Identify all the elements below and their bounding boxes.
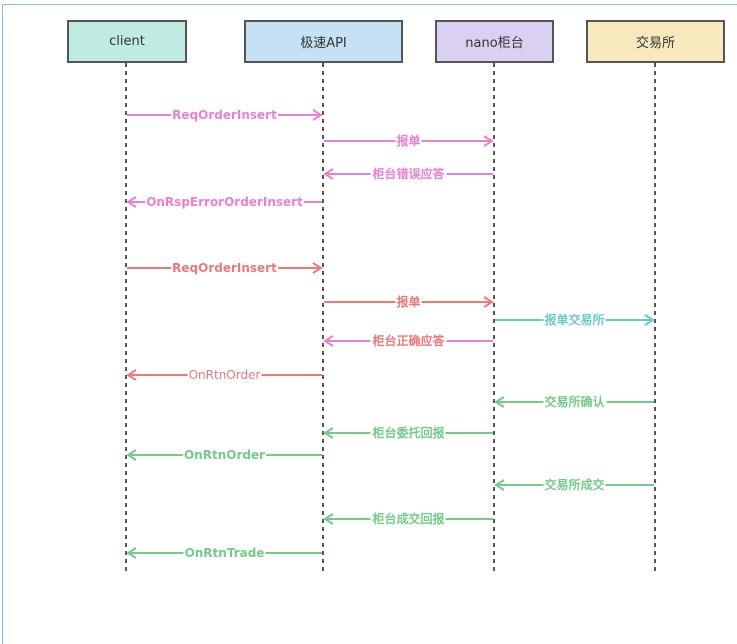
message-arrow: 柜台正确应答	[323, 333, 493, 348]
message-arrow: OnRspErrorOrderInsert	[126, 195, 322, 209]
arrowhead-icon	[483, 135, 494, 147]
arrowhead-icon	[494, 396, 505, 408]
message-label-background	[370, 172, 447, 176]
message-arrow: ReqOrderInsert	[127, 108, 323, 122]
message-label: 柜台委托回报	[371, 425, 444, 440]
message-arrow: 报单	[324, 294, 494, 309]
message-arrow: 交易所确认	[494, 394, 654, 409]
message-label-background	[543, 318, 606, 322]
message-arrow: OnRtnOrder	[126, 448, 322, 462]
arrowhead-icon	[126, 196, 137, 208]
message-label-background	[370, 339, 447, 343]
message-label: ReqOrderInsert	[172, 108, 277, 122]
arrowhead-icon	[323, 335, 334, 347]
actor-nano-label: nano柜台	[465, 36, 524, 51]
message-label: 柜台成交回报	[371, 511, 444, 526]
arrowhead-icon	[312, 262, 323, 274]
message-label: 柜台错误应答	[371, 166, 445, 181]
message-arrow: OnRtnTrade	[126, 546, 322, 560]
message-label: OnRtnTrade	[185, 546, 265, 560]
actor-client: client	[67, 20, 187, 63]
message-label-background	[171, 266, 279, 270]
actor-nano: nano柜台	[435, 20, 554, 63]
message-label: OnRspErrorOrderInsert	[146, 195, 303, 209]
message-label: OnRtnOrder	[184, 448, 265, 462]
arrowhead-icon	[323, 513, 334, 525]
message-label-background	[171, 113, 279, 117]
message-label-background	[395, 300, 422, 304]
arrowhead-icon	[323, 427, 334, 439]
arrowhead-icon	[323, 168, 334, 180]
message-label-background	[370, 431, 446, 435]
arrowhead-icon	[483, 296, 494, 308]
message-label: 交易所确认	[544, 394, 605, 409]
message-label: OnRtnOrder	[189, 368, 261, 382]
message-label: 报单	[396, 133, 420, 148]
actor-api: 极速API	[244, 20, 403, 63]
message-arrow: 交易所成交	[494, 477, 654, 492]
message-arrow: 柜台委托回报	[323, 425, 493, 440]
actor-exchange: 交易所	[586, 20, 725, 63]
arrowhead-icon	[312, 109, 323, 121]
arrowhead-icon	[126, 547, 137, 559]
message-label-background	[182, 453, 267, 457]
message-label-background	[145, 200, 305, 204]
message-label-background	[187, 373, 262, 377]
actor-api-label: 极速API	[300, 36, 347, 51]
message-arrow: 柜台成交回报	[323, 511, 493, 526]
message-arrow: 报单	[324, 133, 494, 148]
message-label: ReqOrderInsert	[172, 261, 277, 275]
message-arrow: 报单交易所	[495, 312, 655, 327]
arrowhead-icon	[126, 449, 137, 461]
message-label: 交易所成交	[544, 477, 604, 492]
message-arrow: ReqOrderInsert	[127, 261, 323, 275]
message-label: 柜台正确应答	[371, 333, 445, 348]
message-label-background	[543, 400, 607, 404]
message-label-background	[543, 483, 606, 487]
message-label: 报单交易所	[544, 312, 604, 327]
actor-client-label: client	[109, 34, 145, 49]
message-arrow: OnRtnOrder	[126, 368, 322, 382]
message-label: 报单	[396, 294, 420, 309]
message-label-background	[183, 551, 266, 555]
message-label-background	[370, 517, 446, 521]
diagram-frame	[2, 4, 737, 644]
arrowhead-icon	[494, 479, 505, 491]
message-arrow: 柜台错误应答	[323, 166, 493, 181]
arrowhead-icon	[644, 314, 655, 326]
message-label-background	[395, 139, 422, 143]
arrowhead-icon	[126, 369, 137, 381]
actor-exchange-label: 交易所	[635, 36, 675, 51]
